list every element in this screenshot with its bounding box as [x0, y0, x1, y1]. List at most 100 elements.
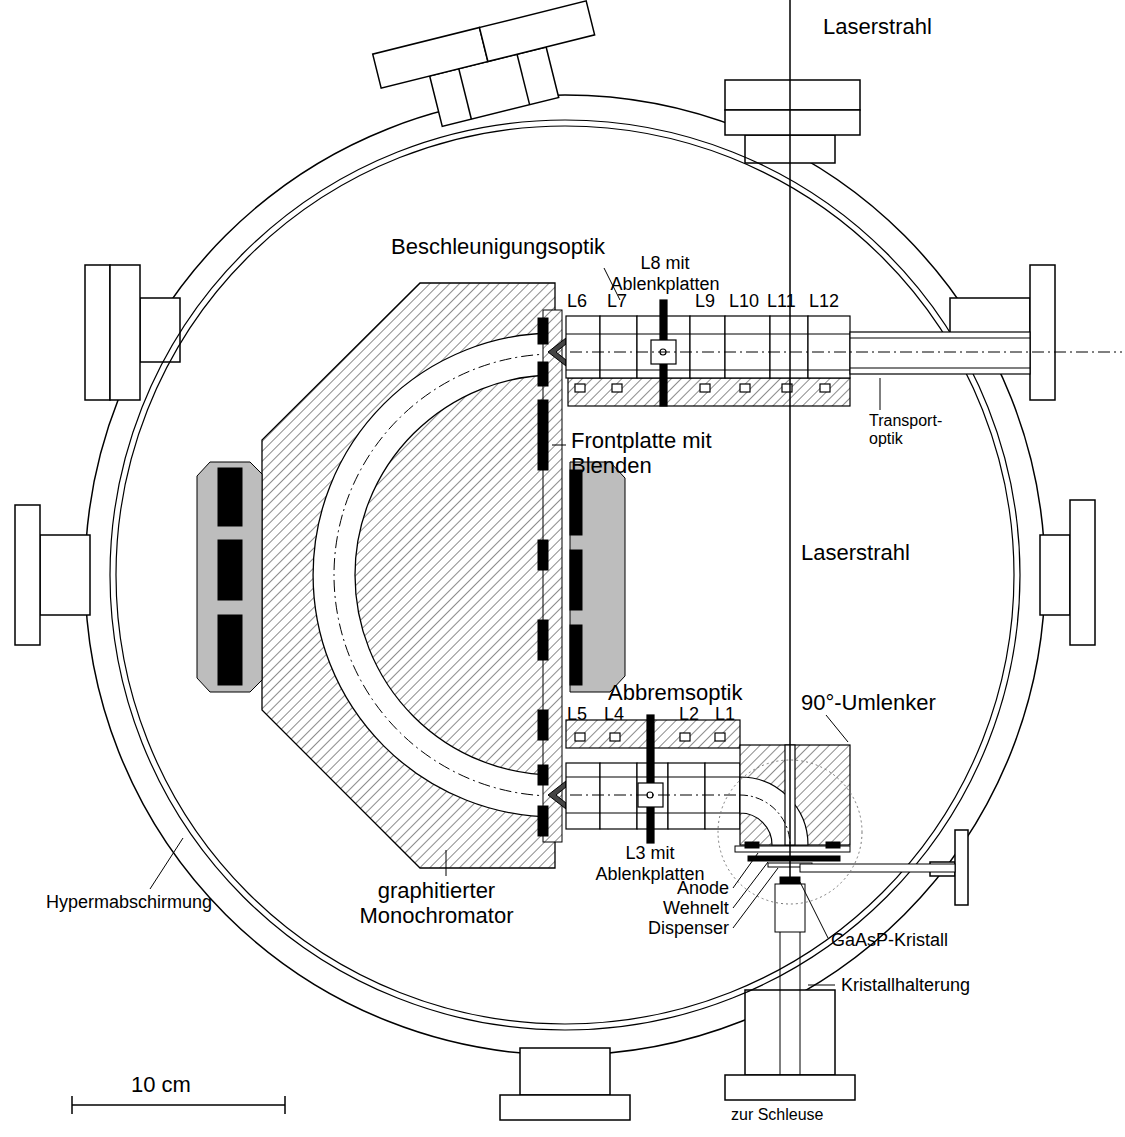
- mounts-part: [570, 550, 582, 610]
- vacuum-chamber: [85, 95, 1045, 1055]
- front-plate-part: [538, 400, 548, 470]
- part-label: Transport- optik: [868, 412, 954, 449]
- acceleration-optics: [566, 300, 1122, 406]
- part-label: Abbremsoptik: [607, 680, 744, 705]
- mounts-part: [570, 625, 582, 685]
- deflector-90-part: [740, 745, 850, 845]
- scale-bar-part: [72, 1104, 285, 1106]
- chamber-ports-part: [725, 80, 860, 110]
- electron-source-part: [775, 884, 805, 932]
- part-label: L8 mit Ablenkplatten: [603, 253, 727, 294]
- acceleration-optics-part: [850, 332, 1030, 374]
- leader-lines-part: [880, 378, 881, 410]
- deceleration-optics-part: [566, 763, 600, 829]
- mounts-part: [570, 470, 582, 535]
- laser-beam-part: [789, 0, 791, 877]
- deceleration-optics: [566, 715, 740, 843]
- part-label: GaAsP-Kristall: [830, 930, 949, 951]
- part-label: Frontplatte mit Blenden: [570, 428, 777, 479]
- shielding-part: [110, 120, 1020, 1030]
- electron-source-part: [826, 842, 840, 848]
- chamber-ports-part: [745, 990, 835, 1075]
- chamber-ports-part: [520, 1048, 610, 1095]
- scale-bar-part: [284, 1096, 286, 1114]
- acceleration-optics-part: [770, 316, 808, 378]
- acceleration-optics-part: [820, 384, 830, 392]
- part-label: 90°-Umlenker: [800, 690, 937, 715]
- shielding: [110, 120, 1020, 1030]
- part-label: Laserstrahl: [822, 14, 933, 39]
- chamber-ports-part: [110, 265, 140, 400]
- lens-label: L9: [694, 291, 716, 312]
- acceleration-optics-part: [850, 367, 1030, 368]
- leader-lines-part: [446, 850, 447, 876]
- part-label: Beschleunigungsoptik: [390, 234, 606, 259]
- chamber-ports-part: [1030, 265, 1055, 400]
- chamber-ports-part: [40, 535, 90, 615]
- front-plate-part: [538, 765, 548, 785]
- vacuum-chamber-part: [85, 95, 1045, 1055]
- scale-bar-part: [71, 1096, 73, 1114]
- monochromator-part: [262, 283, 555, 868]
- deceleration-optics-part: [647, 715, 654, 843]
- laser-beam: [789, 0, 791, 877]
- deceleration-optics-part: [610, 733, 620, 741]
- front-plate-part: [538, 318, 548, 344]
- lens-label: L6: [566, 291, 588, 312]
- front-plate-part: [548, 338, 566, 366]
- leader-lines-part: [552, 445, 566, 446]
- deceleration-optics-part: [600, 763, 637, 829]
- chamber-ports-part-part: [479, 1, 594, 62]
- lens-label: L2: [678, 704, 700, 725]
- shielding-part: [116, 126, 1014, 1024]
- part-label: Kristallhalterung: [840, 975, 971, 996]
- mounts-part: [218, 540, 242, 600]
- leader-lines-part: [150, 838, 183, 889]
- deflector-90-part: [740, 777, 808, 845]
- electron-source-part: [800, 864, 955, 872]
- monochromator-part: [334, 354, 555, 796]
- deflector-90: [740, 745, 850, 845]
- electron-source-part: [800, 932, 801, 1075]
- chamber-ports-part-part: [373, 28, 488, 89]
- lens-label: L4: [603, 704, 625, 725]
- note-label: zur Schleuse: [730, 1106, 825, 1124]
- leader-lines-part: [733, 853, 758, 888]
- chamber-ports-part: [85, 265, 110, 400]
- chamber-ports-part: [373, 1, 608, 139]
- front-plate-part: [538, 540, 548, 570]
- mounts-part: [570, 462, 625, 692]
- deceleration-optics-part: [668, 763, 705, 829]
- front-plate-part: [543, 310, 562, 842]
- leader-lines-part: [826, 715, 848, 742]
- front-plate: [538, 310, 566, 842]
- part-label: Anode: [676, 878, 730, 899]
- acceleration-optics-part: [700, 384, 710, 392]
- scale-bar: [72, 1096, 285, 1114]
- electron-source: [718, 760, 955, 1075]
- chamber-ports-part-part: [517, 54, 530, 104]
- lens-label: L1: [714, 704, 736, 725]
- acceleration-optics-part: [612, 384, 622, 392]
- chamber-ports-part: [500, 1095, 630, 1120]
- mounts-part: [197, 462, 262, 692]
- acceleration-optics-part: [740, 384, 750, 392]
- acceleration-optics-part: [850, 337, 1030, 338]
- electron-source-part: [780, 932, 781, 1075]
- chamber-ports: [15, 1, 1095, 1120]
- acceleration-optics-part: [690, 316, 725, 378]
- electron-source-part: [780, 877, 800, 884]
- lens-label: L10: [728, 291, 760, 312]
- front-plate-part: [538, 806, 548, 836]
- acceleration-optics-part: [808, 316, 850, 378]
- acceleration-optics-part: [600, 316, 637, 378]
- leader-lines-part: [808, 985, 835, 986]
- deflector-90-part: [740, 795, 790, 845]
- acceleration-optics-part: [725, 316, 770, 378]
- front-plate-part: [538, 620, 548, 660]
- deceleration-optics-part: [715, 733, 725, 741]
- deceleration-optics-part: [575, 733, 585, 741]
- part-label: Wehnelt: [662, 898, 730, 919]
- part-label: Dispenser: [647, 918, 730, 939]
- part-label: Laserstrahl: [800, 540, 911, 565]
